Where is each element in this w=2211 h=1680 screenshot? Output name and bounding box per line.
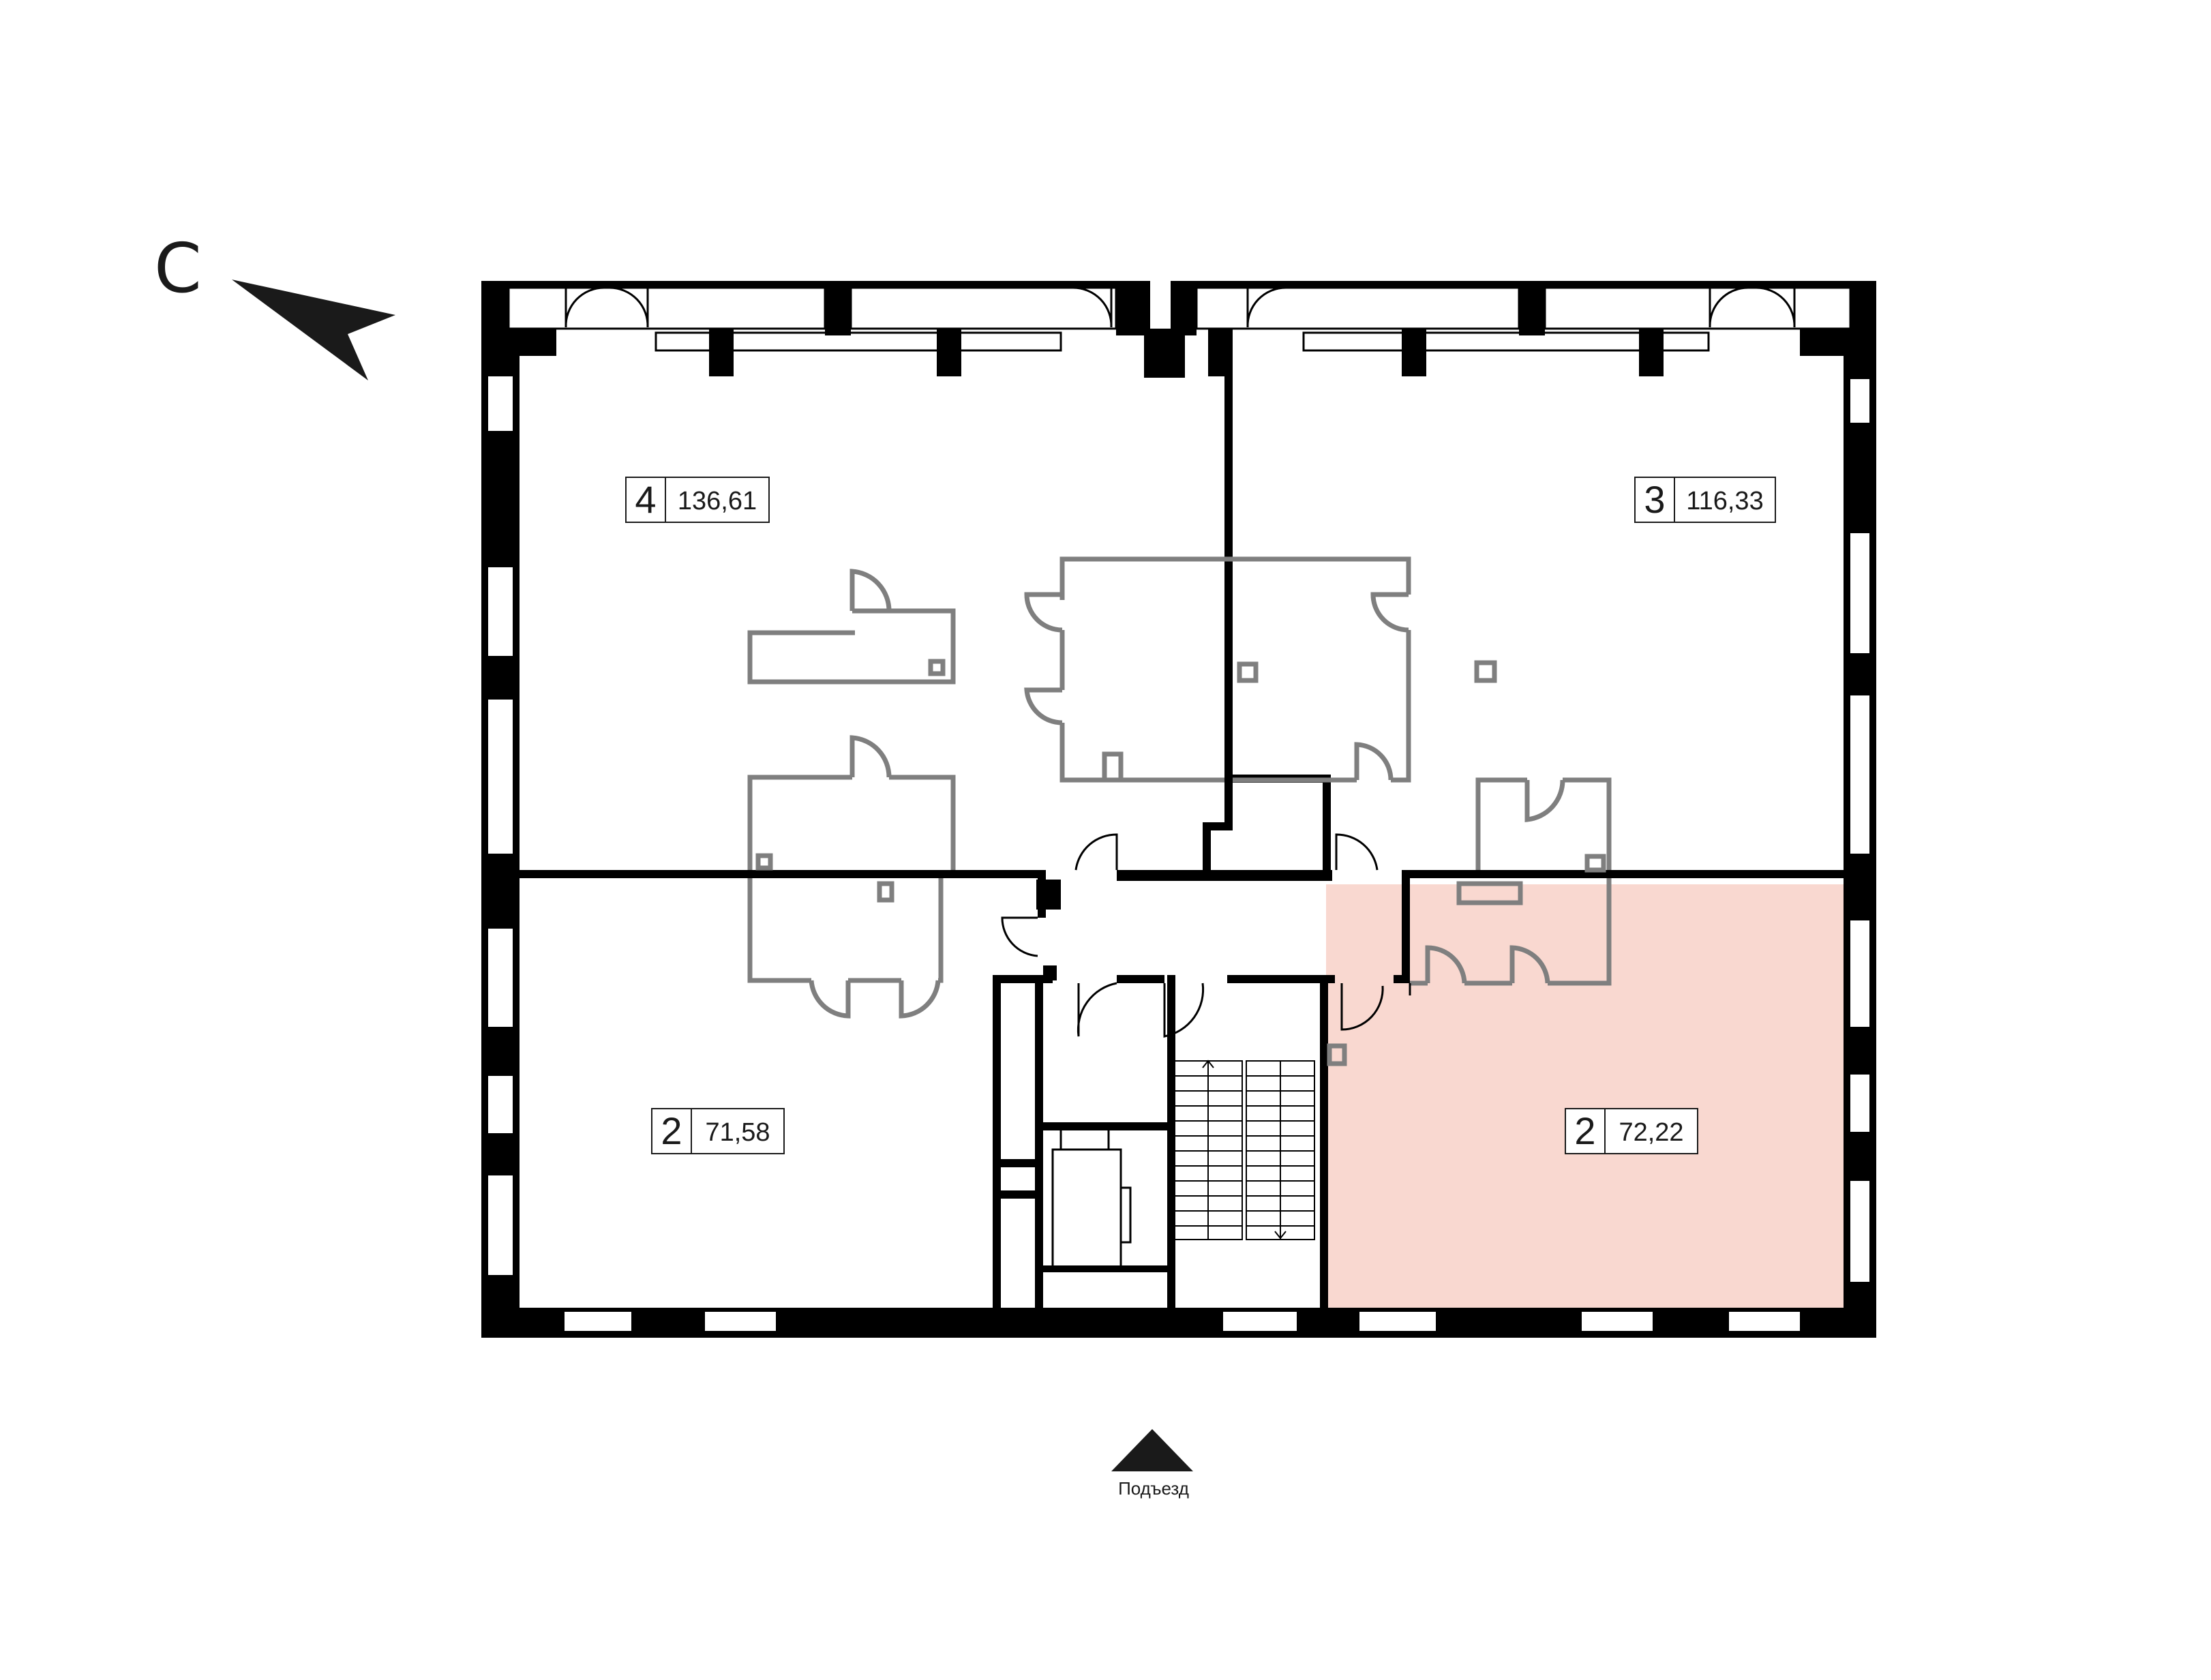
unit-rooms: 3 [1644, 478, 1665, 521]
top-window-sills [507, 286, 1852, 352]
unit-area: 71,58 [705, 1118, 770, 1147]
unit-area: 136,61 [678, 487, 757, 515]
unit-rooms: 2 [661, 1109, 682, 1152]
unit-highlight-fill [1326, 884, 1846, 1311]
outer-walls [481, 281, 1876, 1338]
unit-label-4[interactable]: 2 72,22 [1565, 1108, 1698, 1154]
unit-label-2[interactable]: 3 116,33 [1634, 477, 1776, 523]
elevator [1051, 1128, 1132, 1271]
unit-label-1[interactable]: 4 136,61 [625, 477, 770, 523]
unit-rooms: 4 [635, 478, 656, 521]
unit-area: 116,33 [1686, 487, 1763, 515]
staircase [1173, 1060, 1315, 1240]
unit-label-3[interactable]: 2 71,58 [651, 1108, 785, 1154]
unit-rooms: 2 [1574, 1109, 1595, 1152]
entrance-label: Подъезд [1118, 1478, 1189, 1499]
unit-area: 72,22 [1619, 1118, 1683, 1147]
north-letter: С [154, 228, 202, 308]
entry-doors [1001, 833, 1411, 1038]
balcony-doors [565, 286, 1796, 328]
partitions [747, 556, 1612, 1066]
north-arrow-icon [232, 280, 395, 380]
entrance-triangle-icon [1111, 1429, 1193, 1471]
